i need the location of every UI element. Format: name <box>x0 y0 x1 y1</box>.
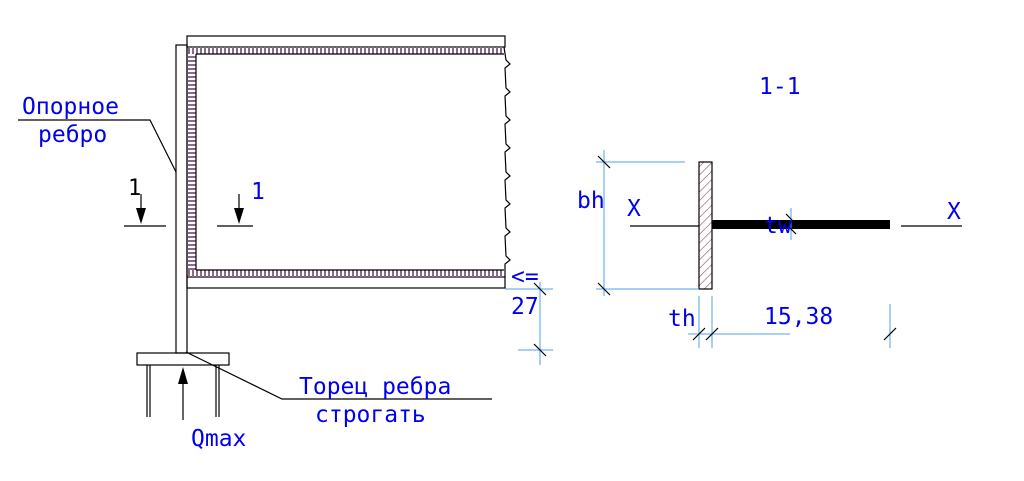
label-width-value: 15,38 <box>764 304 833 330</box>
support-block <box>146 365 220 417</box>
bottom-flange <box>186 276 506 289</box>
label-limit-symbol: <= <box>511 264 539 290</box>
reaction-arrow <box>178 367 188 420</box>
tw-dimension <box>785 208 797 240</box>
label-tw: tw <box>764 213 792 239</box>
weld-bottom <box>187 270 504 277</box>
web-section <box>712 220 890 229</box>
bh-dimension <box>596 150 699 296</box>
label-support-rib-2: ребро <box>38 122 107 148</box>
label-limit-value: 27 <box>511 294 539 320</box>
beam-elevation <box>18 35 553 420</box>
section-mark-left <box>124 194 166 227</box>
width-dimension <box>688 296 897 348</box>
label-load: Qmax <box>191 426 246 452</box>
label-end-1: Торец ребра <box>299 374 451 400</box>
label-end-2: строгать <box>315 402 426 428</box>
label-section-left: 1 <box>128 176 141 201</box>
limit-dimension <box>505 282 553 365</box>
label-th: th <box>668 306 696 332</box>
leader-support-rib <box>18 119 177 173</box>
bearing-plate <box>136 352 230 366</box>
weld-top <box>187 47 504 54</box>
break-line <box>503 46 511 277</box>
section-view <box>596 150 962 348</box>
section-mark-right <box>217 194 253 227</box>
support-rib <box>175 44 188 354</box>
weld-rib <box>188 54 196 270</box>
label-section-right: 1 <box>251 179 265 205</box>
top-flange <box>186 35 506 48</box>
label-support-rib-1: Опорное <box>22 94 119 120</box>
label-bh: bh <box>577 188 605 214</box>
leader-end <box>185 351 492 400</box>
label-axis-left: X <box>627 196 641 222</box>
label-section-title: 1-1 <box>759 74 801 100</box>
rib-plate-section <box>698 161 713 290</box>
label-axis-right: X <box>947 199 961 225</box>
